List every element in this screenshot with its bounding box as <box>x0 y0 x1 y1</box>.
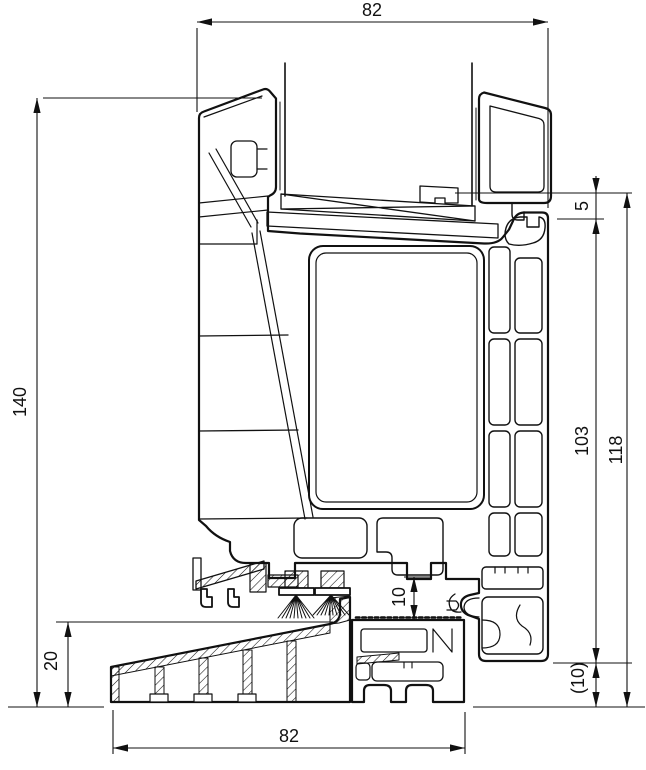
dimension-height-total-right <box>623 193 631 707</box>
track-profile-details <box>446 566 544 655</box>
dim-label-width-top: 82 <box>362 0 382 20</box>
dimension-width-bottom <box>112 710 466 754</box>
dim-label-gap-center: 10 <box>389 587 409 607</box>
dim-label-ref-height: (10) <box>568 662 588 694</box>
dimension-gap-center <box>404 576 432 620</box>
glazing-bridge <box>266 185 499 239</box>
dimension-labels: 82 140 5 103 118 10 20 82 (10) <box>10 0 626 746</box>
dimension-lines <box>8 18 645 754</box>
dim-label-glazing-gap: 5 <box>572 201 592 211</box>
dimension-sill-upstand <box>56 621 333 707</box>
dim-label-height-left: 140 <box>10 387 30 417</box>
dim-label-width-bottom: 82 <box>279 726 299 746</box>
glass-unit <box>279 62 477 207</box>
setting-block <box>280 193 476 222</box>
dimension-height-left <box>8 97 262 708</box>
adapter-clip <box>446 593 480 618</box>
glazing-bead <box>477 91 553 221</box>
sill-adapter <box>350 616 466 704</box>
bead-clip-hook <box>504 216 546 246</box>
sill-profile <box>109 595 352 704</box>
leg-groove <box>230 140 258 178</box>
dimension-width-top <box>196 18 549 208</box>
dimension-right-chain <box>455 176 645 708</box>
dim-label-height-total-right: 118 <box>606 436 626 465</box>
dim-label-height-frame: 103 <box>572 426 592 456</box>
dim-label-sill-upstand: 20 <box>41 651 61 671</box>
brush-seals <box>277 570 351 619</box>
main-chamber <box>308 245 485 510</box>
mounting-bracket <box>192 557 299 608</box>
